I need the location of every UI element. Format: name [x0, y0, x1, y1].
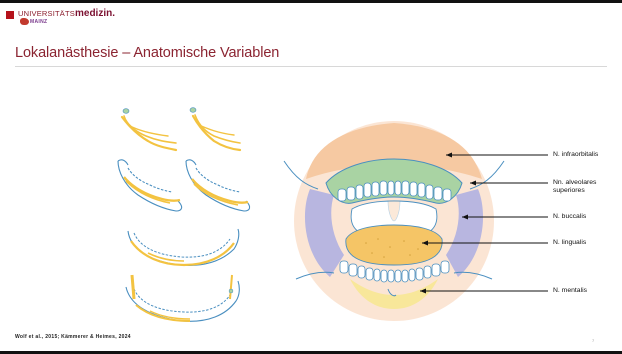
- label-n-buccalis: N. buccalis: [553, 213, 586, 221]
- label-nn-alveolares-line2: superiores: [553, 187, 585, 195]
- label-n-mentalis: N. mentalis: [553, 287, 587, 295]
- label-nn-alveolares-line1: Nn. alveolares: [553, 179, 596, 187]
- label-n-lingualis: N. lingualis: [553, 239, 586, 247]
- page-number: 7: [592, 338, 594, 343]
- citation: Wolf et al., 2015; Kämmerer & Heimes, 20…: [15, 334, 131, 340]
- oral-anesthesia-zones-illustration: [0, 3, 622, 354]
- label-n-infraorbitalis: N. infraorbitalis: [553, 151, 598, 159]
